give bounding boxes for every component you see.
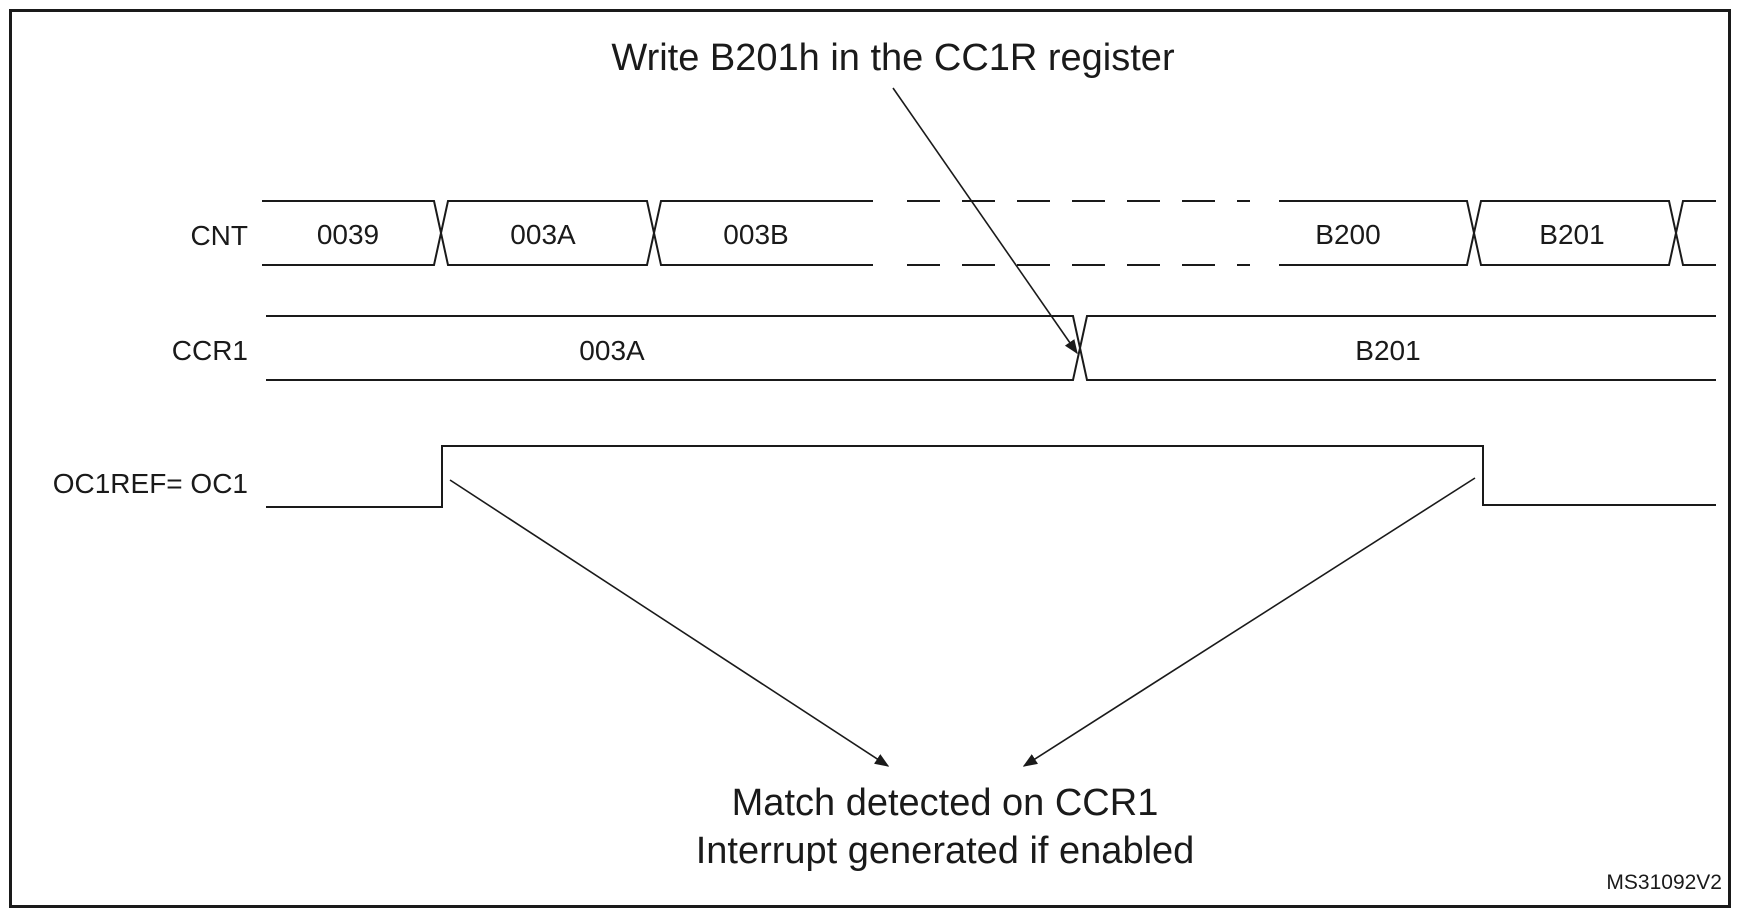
- match-detected-annotation: Match detected on CCR1: [732, 782, 1159, 824]
- figure-code: MS31092V2: [1606, 871, 1722, 894]
- oc1ref-signal-label: OC1REF= OC1: [53, 468, 248, 499]
- interrupt-annotation: Interrupt generated if enabled: [696, 830, 1195, 872]
- cnt-value: B200: [1315, 219, 1380, 250]
- ccr1-value: B201: [1355, 335, 1420, 366]
- ccr1-value: 003A: [579, 335, 645, 366]
- cnt-value: 003A: [510, 219, 576, 250]
- cnt-value: 003B: [723, 219, 788, 250]
- ccr1-bus-waveform: [266, 315, 1716, 381]
- cnt-value: 0039: [317, 219, 379, 250]
- oc1ref-waveform: [266, 445, 1716, 508]
- ccr1-signal-label: CCR1: [172, 335, 248, 366]
- match-arrow-rising-edge: [449, 479, 890, 767]
- match-arrow-falling-edge: [1022, 477, 1476, 767]
- write-register-annotation: Write B201h in the CC1R register: [611, 37, 1175, 79]
- diagram-frame: [9, 9, 1731, 908]
- write-register-arrow: [892, 87, 1078, 355]
- cnt-bus-waveform: [262, 200, 1716, 266]
- cnt-value: B201: [1539, 219, 1604, 250]
- cnt-signal-label: CNT: [190, 220, 248, 251]
